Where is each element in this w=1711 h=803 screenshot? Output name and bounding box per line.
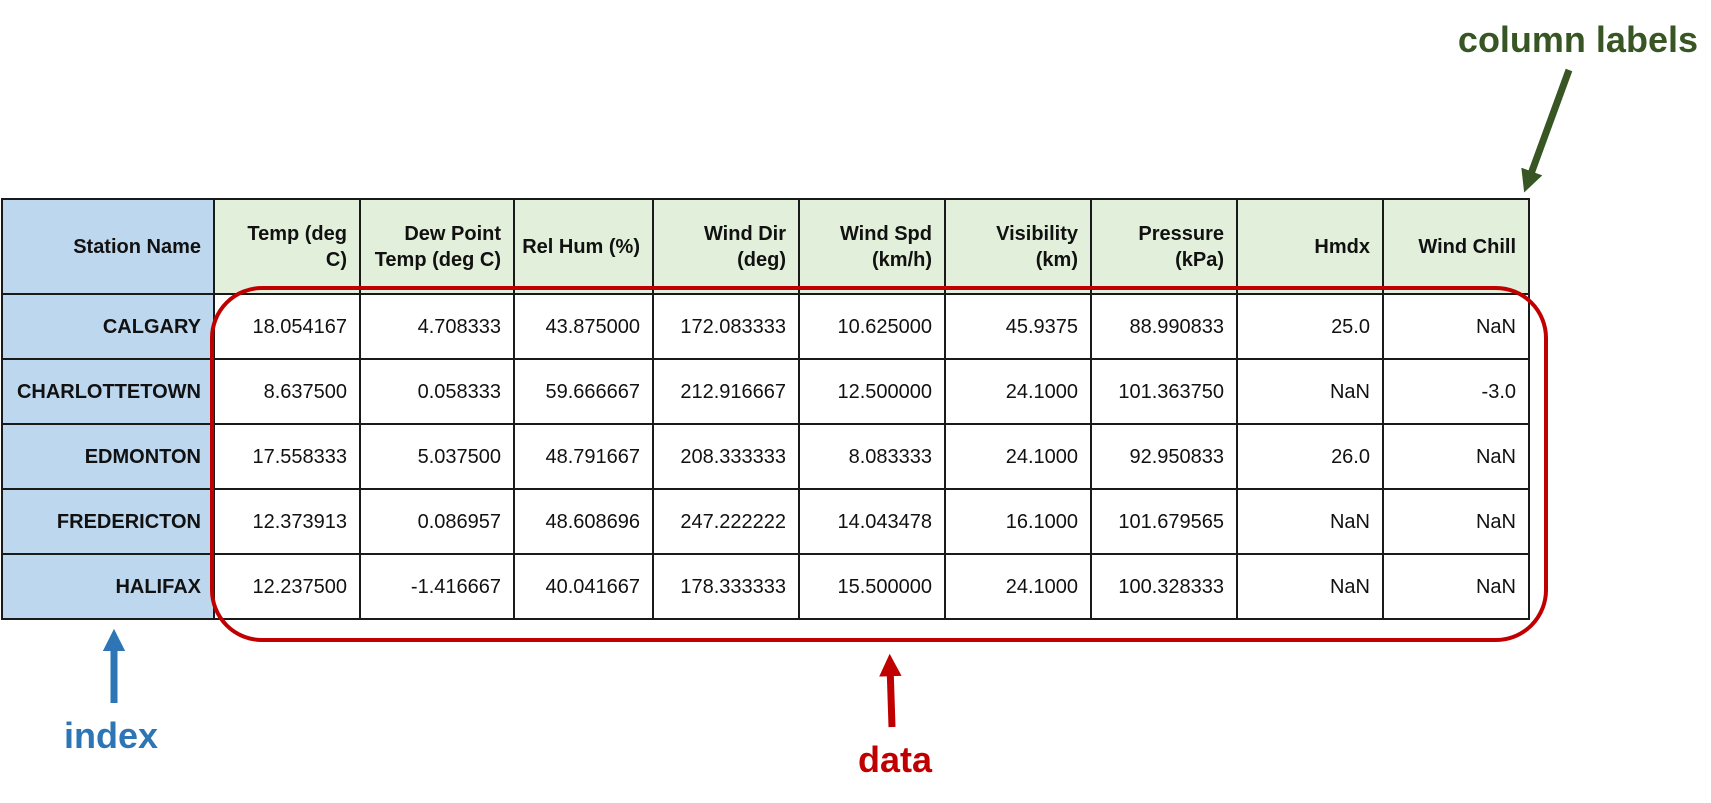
column-label: Hmdx	[1236, 198, 1384, 295]
data-cell: 208.333333	[652, 423, 800, 490]
column-label: Visibility (km)	[944, 198, 1092, 295]
data-cell: 247.222222	[652, 488, 800, 555]
data-cell: 17.558333	[213, 423, 361, 490]
data-cell: 59.666667	[513, 358, 654, 425]
index-annotation: index	[64, 715, 158, 756]
data-cell: 24.1000	[944, 553, 1092, 620]
data-cell: 8.083333	[798, 423, 946, 490]
data-cell: 26.0	[1236, 423, 1384, 490]
data-cell: 5.037500	[359, 423, 515, 490]
column-label: Dew Point Temp (deg C)	[359, 198, 515, 295]
index-cell: EDMONTON	[1, 423, 215, 490]
column-labels-arrow	[1521, 68, 1573, 193]
column-label: Pressure (kPa)	[1090, 198, 1238, 295]
column-label: Wind Chill	[1382, 198, 1530, 295]
data-cell: 18.054167	[213, 293, 361, 360]
index-cell: FREDERICTON	[1, 488, 215, 555]
index-cell: CHARLOTTETOWN	[1, 358, 215, 425]
data-cell: NaN	[1236, 553, 1384, 620]
column-label: Rel Hum (%)	[513, 198, 654, 295]
data-cell: 88.990833	[1090, 293, 1238, 360]
data-cell: 212.916667	[652, 358, 800, 425]
data-cell: NaN	[1382, 423, 1530, 490]
data-cell: 14.043478	[798, 488, 946, 555]
column-labels-annotation: column labels	[1458, 19, 1698, 60]
column-label: Wind Spd (km/h)	[798, 198, 946, 295]
data-cell: NaN	[1382, 293, 1530, 360]
index-header: Station Name	[1, 198, 215, 295]
data-arrow	[879, 653, 902, 728]
data-cell: 24.1000	[944, 358, 1092, 425]
data-cell: NaN	[1236, 488, 1384, 555]
column-label: Temp (deg C)	[213, 198, 361, 295]
data-cell: NaN	[1382, 553, 1530, 620]
data-cell: 12.237500	[213, 553, 361, 620]
dataframe-table: Station Name Temp (deg C) Dew Point Temp…	[1, 198, 1530, 620]
data-cell: 10.625000	[798, 293, 946, 360]
data-cell: 25.0	[1236, 293, 1384, 360]
index-cell: CALGARY	[1, 293, 215, 360]
data-cell: 15.500000	[798, 553, 946, 620]
data-annotation: data	[858, 739, 933, 780]
data-cell: NaN	[1382, 488, 1530, 555]
data-cell: 48.791667	[513, 423, 654, 490]
data-cell: 101.679565	[1090, 488, 1238, 555]
data-cell: 48.608696	[513, 488, 654, 555]
data-cell: 178.333333	[652, 553, 800, 620]
data-cell: 0.058333	[359, 358, 515, 425]
data-cell: 24.1000	[944, 423, 1092, 490]
index-cell: HALIFAX	[1, 553, 215, 620]
header-row: Station Name Temp (deg C) Dew Point Temp…	[1, 198, 1530, 295]
data-cell: 16.1000	[944, 488, 1092, 555]
data-cell: NaN	[1236, 358, 1384, 425]
data-cell: 12.500000	[798, 358, 946, 425]
data-cell: -1.416667	[359, 553, 515, 620]
data-cell: 45.9375	[944, 293, 1092, 360]
column-label: Wind Dir (deg)	[652, 198, 800, 295]
data-cell: -3.0	[1382, 358, 1530, 425]
data-cell: 100.328333	[1090, 553, 1238, 620]
data-cell: 4.708333	[359, 293, 515, 360]
data-cell: 101.363750	[1090, 358, 1238, 425]
data-cell: 43.875000	[513, 293, 654, 360]
data-cell: 12.373913	[213, 488, 361, 555]
data-cell: 40.041667	[513, 553, 654, 620]
data-cell: 172.083333	[652, 293, 800, 360]
data-cell: 0.086957	[359, 488, 515, 555]
data-region-outline	[210, 286, 1548, 642]
data-cell: 92.950833	[1090, 423, 1238, 490]
data-cell: 8.637500	[213, 358, 361, 425]
